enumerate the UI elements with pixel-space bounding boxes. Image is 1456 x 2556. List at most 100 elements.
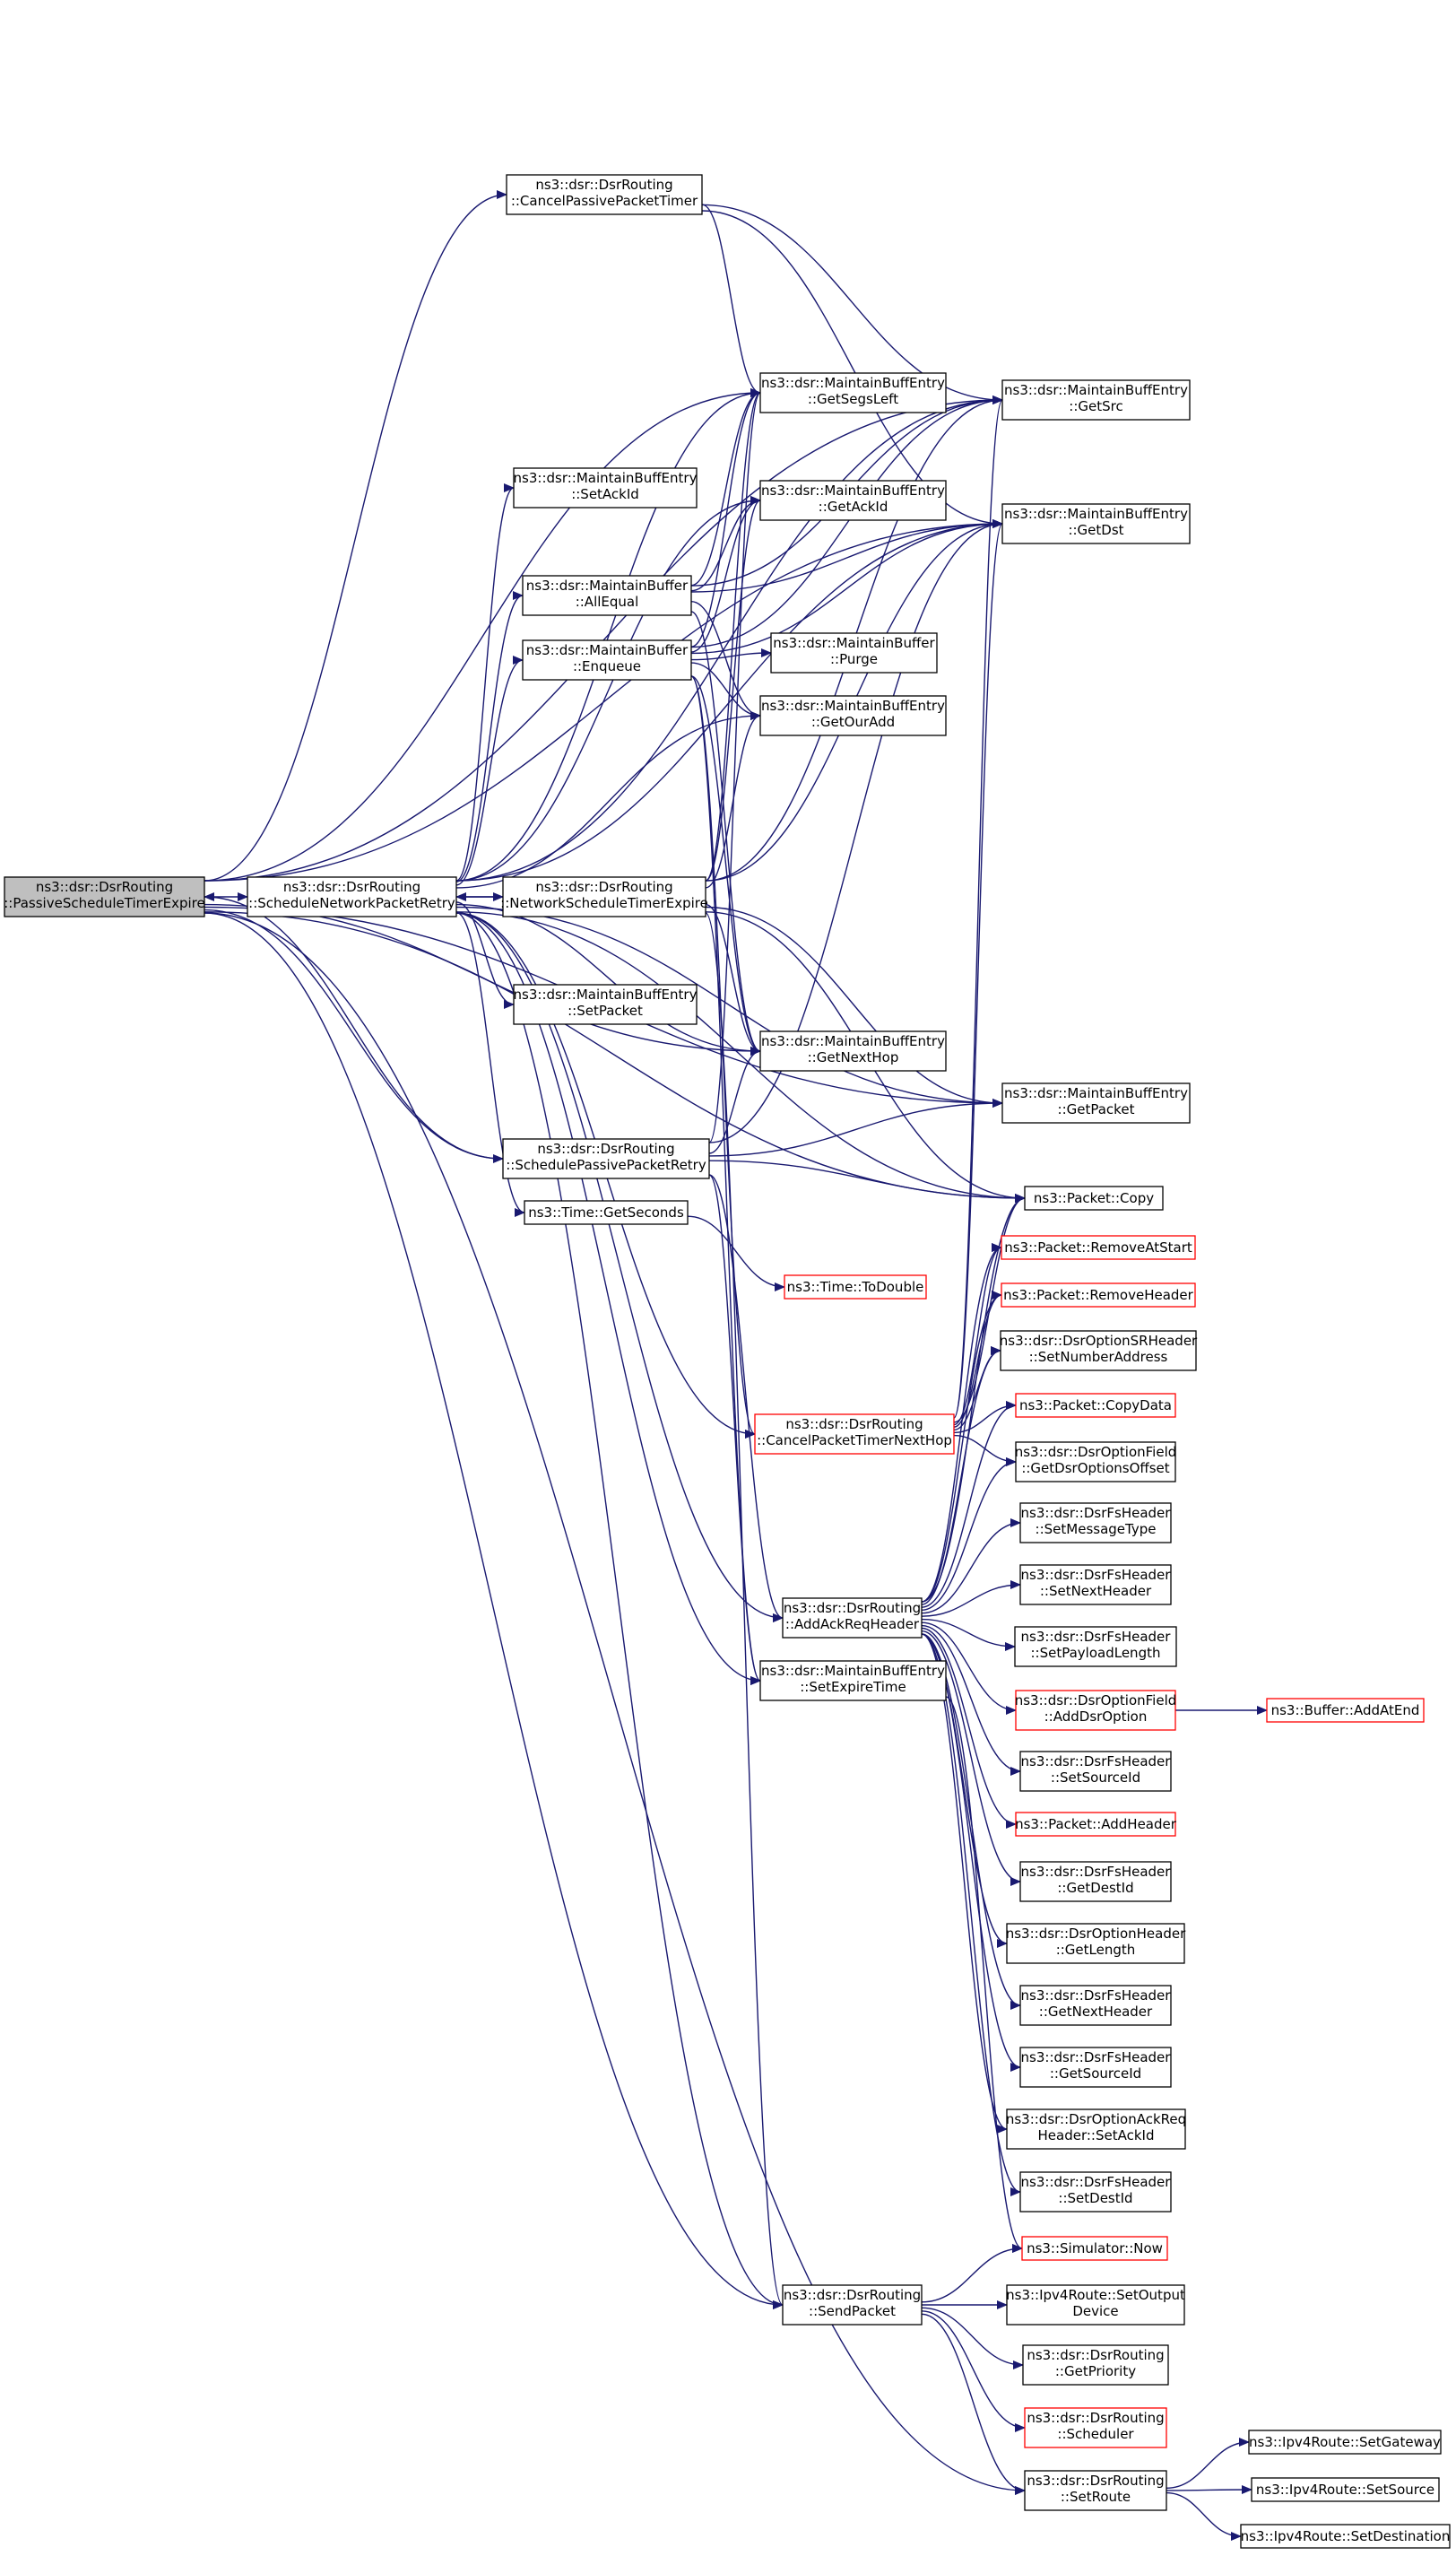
node-ackreq-set-ack-id[interactable]: ns3::dsr::DsrOptionAckReqHeader::SetAckI… [1006, 2108, 1186, 2150]
node-box [759, 1660, 947, 1701]
node-label-line-2: ::AllEqual [576, 594, 639, 610]
node-label-line-1: ns3::Buffer::AddAtEnd [1271, 1702, 1420, 1718]
node-get-our-add[interactable]: ns3::dsr::MaintainBuffEntry::GetOurAdd [759, 695, 947, 736]
node-packet-copy[interactable]: ns3::Packet::Copy [1024, 1186, 1164, 1211]
node-get-dest-id[interactable]: ns3::dsr::DsrFsHeader::GetDestId [1019, 1861, 1172, 1902]
node-label-line-2: ::NetworkScheduleTimerExpire [500, 895, 708, 911]
edge-add-ack-req-header-to-get-source-id [921, 1633, 1021, 2072]
node-simulator-now[interactable]: ns3::Simulator::Now [1021, 2236, 1168, 2261]
node-label-line-2: ::SetSourceId [1051, 1769, 1140, 1786]
node-label-line-2: ::PassiveScheduleTimerExpire [4, 895, 205, 911]
node-remove-header[interactable]: ns3::Packet::RemoveHeader [1001, 1282, 1196, 1308]
node-label-line-2: ::SchedulePassivePacketRetry [506, 1157, 706, 1173]
edge-add-ack-req-header-to-copy-data [921, 1401, 1017, 1608]
edge-send-packet-to-get-priority [921, 2307, 1024, 2369]
node-set-destination[interactable]: ns3::Ipv4Route::SetDestination [1240, 2524, 1451, 2549]
node-get-source-id[interactable]: ns3::dsr::DsrFsHeader::GetSourceId [1019, 2047, 1172, 2088]
node-set-expire-time[interactable]: ns3::dsr::MaintainBuffEntry::SetExpireTi… [759, 1660, 947, 1701]
node-set-source[interactable]: ns3::Ipv4Route::SetSource [1251, 2477, 1440, 2502]
node-set-payload-length[interactable]: ns3::dsr::DsrFsHeader::SetPayloadLength [1014, 1626, 1177, 1667]
edge-network-timer-expire-to-get-ack-id [705, 496, 761, 882]
node-get-ack-id[interactable]: ns3::dsr::MaintainBuffEntry::GetAckId [759, 480, 947, 521]
edge-passive-timer-expire-to-get-segs-left [204, 388, 761, 882]
edge-schedule-network-retry-to-get-ack-id [455, 496, 761, 882]
node-cancel-timer-next-hop[interactable]: ns3::dsr::DsrRouting::CancelPacketTimerN… [754, 1413, 955, 1455]
node-box [1022, 2344, 1169, 2386]
node-box [1024, 2470, 1167, 2511]
node-set-message-type[interactable]: ns3::dsr::DsrFsHeader::SetMessageType [1019, 1502, 1172, 1543]
node-get-next-header[interactable]: ns3::dsr::DsrFsHeader::GetNextHeader [1019, 1985, 1172, 2026]
edge-add-ack-req-header-to-get-dest-id [921, 1630, 1021, 1886]
edge-add-ack-req-header-to-set-dest-id [921, 1633, 1021, 2196]
node-label-line-1: ns3::Ipv4Route::SetSource [1256, 2482, 1434, 2498]
node-time-to-double[interactable]: ns3::Time::ToDouble [784, 1274, 927, 1300]
edge-schedule-network-retry-to-set-packet [455, 901, 515, 1009]
node-enqueue[interactable]: ns3::dsr::MaintainBuffer::Enqueue [522, 639, 692, 681]
node-box [1240, 2524, 1451, 2549]
node-schedule-passive-retry[interactable]: ns3::dsr::DsrRouting::SchedulePassivePac… [502, 1138, 710, 1179]
node-get-segs-left[interactable]: ns3::dsr::MaintainBuffEntry::GetSegsLeft [759, 372, 947, 413]
node-schedule-network-retry[interactable]: ns3::dsr::DsrRouting::ScheduleNetworkPac… [247, 876, 457, 917]
edge-schedule-network-retry-to-get-next-hop [455, 903, 761, 1056]
node-set-source-id[interactable]: ns3::dsr::DsrFsHeader::SetSourceId [1019, 1751, 1172, 1792]
node-add-dsr-option[interactable]: ns3::dsr::DsrOptionField::AddDsrOption [1015, 1690, 1177, 1731]
node-set-ack-id[interactable]: ns3::dsr::MaintainBuffEntry::SetAckId [513, 467, 698, 509]
node-box [1019, 2171, 1172, 2213]
node-box [522, 575, 692, 616]
node-label-line-1: ns3::dsr::MaintainBuffEntry [761, 483, 945, 499]
node-label-line-1: ns3::Ipv4Route::SetGateway [1249, 2434, 1441, 2450]
node-send-packet[interactable]: ns3::dsr::DsrRouting::SendPacket [782, 2284, 923, 2326]
node-buffer-add-at-end[interactable]: ns3::Buffer::AddAtEnd [1266, 1698, 1425, 1723]
node-set-number-address[interactable]: ns3::dsr::DsrOptionSRHeader::SetNumberAd… [1000, 1330, 1198, 1371]
node-label-line-2: ::GetPriority [1055, 2363, 1136, 2379]
node-label-line-2: ::SetDestId [1058, 2190, 1132, 2206]
node-label-line-2: ::GetAckId [819, 499, 888, 515]
node-label-line-1: ns3::dsr::MaintainBuffEntry [514, 470, 698, 486]
node-copy-data[interactable]: ns3::Packet::CopyData [1015, 1393, 1176, 1418]
node-label-line-2: ::GetSourceId [1050, 2065, 1141, 2082]
node-get-packet[interactable]: ns3::dsr::MaintainBuffEntry::GetPacket [1001, 1082, 1191, 1124]
node-set-gateway[interactable]: ns3::Ipv4Route::SetGateway [1248, 2430, 1442, 2455]
node-set-next-header[interactable]: ns3::dsr::DsrFsHeader::SetNextHeader [1019, 1564, 1172, 1605]
edge-schedule-passive-retry-to-get-packet [708, 1099, 1003, 1157]
node-get-next-hop[interactable]: ns3::dsr::MaintainBuffEntry::GetNextHop [759, 1030, 947, 1072]
node-all-equal[interactable]: ns3::dsr::MaintainBuffer::AllEqual [522, 575, 692, 616]
node-box [784, 1274, 927, 1300]
edge-schedule-network-retry-to-get-segs-left [455, 388, 761, 882]
node-get-src[interactable]: ns3::dsr::MaintainBuffEntry::GetSrc [1001, 379, 1191, 421]
node-add-ack-req-header[interactable]: ns3::dsr::DsrRouting::AddAckReqHeader [782, 1597, 923, 1639]
node-box [1019, 1861, 1172, 1902]
node-add-header[interactable]: ns3::Packet::AddHeader [1015, 1812, 1177, 1837]
edge-add-ack-req-header-to-get-options-offset [921, 1457, 1017, 1611]
node-label-line-1: ns3::dsr::DsrRouting [785, 1416, 923, 1432]
edge-network-timer-expire-to-get-next-hop [705, 903, 761, 1056]
node-time-get-seconds[interactable]: ns3::Time::GetSeconds [524, 1200, 689, 1225]
node-label-line-1: ns3::Packet::RemoveHeader [1003, 1287, 1193, 1303]
node-get-priority[interactable]: ns3::dsr::DsrRouting::GetPriority [1022, 2344, 1169, 2386]
node-scheduler[interactable]: ns3::dsr::DsrRouting::Scheduler [1024, 2407, 1167, 2448]
node-cancel-passive-timer[interactable]: ns3::dsr::DsrRouting::CancelPassivePacke… [506, 174, 703, 215]
node-label-line-2: ::SetPacket [568, 1003, 643, 1019]
node-label-line-1: ns3::dsr::DsrRouting [535, 177, 672, 193]
node-get-dst[interactable]: ns3::dsr::MaintainBuffEntry::GetDst [1001, 503, 1191, 544]
node-box [513, 984, 698, 1025]
node-get-options-offset[interactable]: ns3::dsr::DsrOptionField::GetDsrOptionsO… [1015, 1441, 1177, 1482]
node-purge[interactable]: ns3::dsr::MaintainBuffer::Purge [770, 632, 938, 674]
node-box [1266, 1698, 1425, 1723]
node-set-packet[interactable]: ns3::dsr::MaintainBuffEntry::SetPacket [513, 984, 698, 1025]
edge-passive-timer-expire-to-send-packet [204, 912, 784, 2309]
node-label-line-2: ::CancelPassivePacketTimer [511, 193, 698, 209]
node-get-length[interactable]: ns3::dsr::DsrOptionHeader::GetLength [1006, 1923, 1186, 1964]
node-label-line-2: Device [1072, 2303, 1118, 2319]
node-remove-at-start[interactable]: ns3::Packet::RemoveAtStart [1001, 1235, 1196, 1260]
node-label-line-2: ::GetDst [1068, 522, 1123, 538]
edge-cancel-timer-next-hop-to-remove-at-start [953, 1243, 1002, 1426]
edge-schedule-network-retry-to-enqueue [455, 656, 524, 886]
node-network-timer-expire[interactable]: ns3::dsr::DsrRouting::NetworkScheduleTim… [500, 876, 708, 917]
node-set-dest-id[interactable]: ns3::dsr::DsrFsHeader::SetDestId [1019, 2171, 1172, 2213]
node-set-route[interactable]: ns3::dsr::DsrRouting::SetRoute [1024, 2470, 1167, 2511]
node-passive-timer-expire[interactable]: ns3::dsr::DsrRouting::PassiveScheduleTim… [4, 876, 205, 917]
node-label-line-1: ns3::dsr::DsrFsHeader [1021, 1505, 1172, 1521]
